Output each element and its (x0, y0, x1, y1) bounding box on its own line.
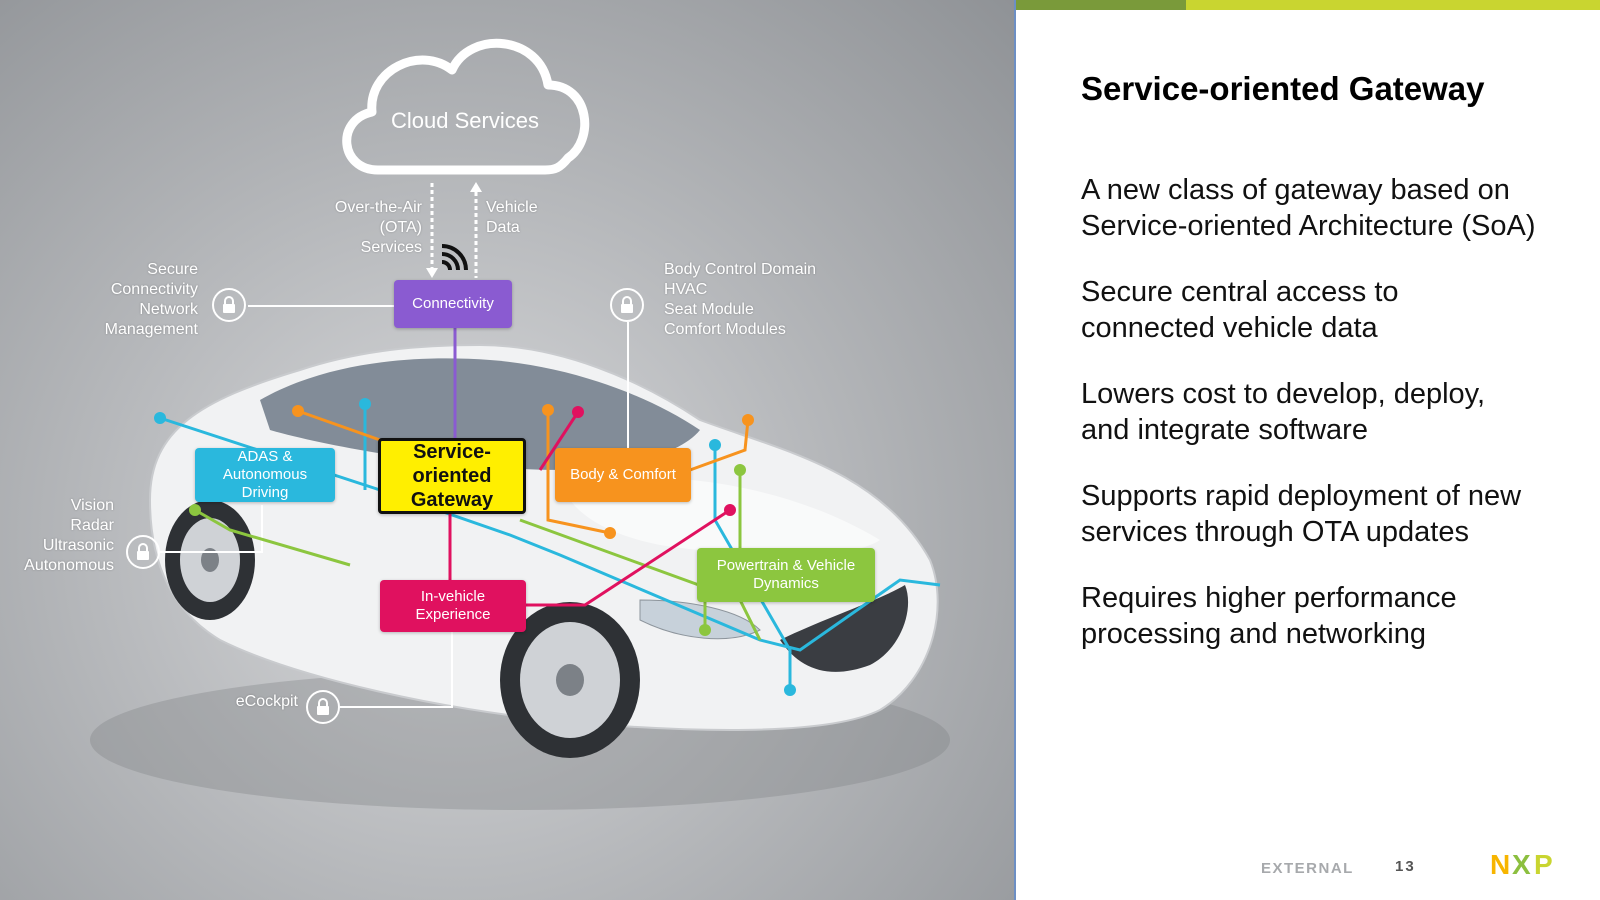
invehicle-node[interactable]: In-vehicle Experience (380, 580, 526, 632)
vehicle-data-arrowhead (470, 182, 482, 192)
wireless-icon (441, 244, 468, 271)
vehicle-data-line: Data (486, 219, 520, 236)
adas-node[interactable]: ADAS & Autonomous Driving (195, 448, 335, 502)
secure-connectivity-line: Network (139, 301, 198, 318)
body-control-line: Seat Module (664, 301, 754, 318)
body-comfort-node-label: Body & Comfort (570, 466, 676, 483)
bullet-line: Service-oriented Architecture (SoA) (1081, 210, 1536, 242)
ecockpit-connector (340, 630, 453, 708)
bullet-line: A new class of gateway based on (1081, 174, 1510, 206)
bullet-item: A new class of gateway based on Service-… (1081, 172, 1581, 244)
bullet-line: Requires higher performance (1081, 582, 1457, 614)
bullet-line: connected vehicle data (1081, 312, 1378, 344)
invehicle-network-line-3 (538, 411, 580, 471)
vehicle-data-label: Vehicle Data (486, 198, 538, 238)
lock-icon (306, 690, 340, 724)
adas-node-line: Autonomous (222, 466, 308, 483)
powertrain-node-line: Powertrain & Vehicle (716, 557, 856, 574)
ecockpit-line: eCockpit (235, 693, 298, 710)
connectivity-node-label: Connectivity (412, 295, 494, 312)
body-network-line-2 (546, 410, 611, 535)
invehicle-node-line: In-vehicle (420, 588, 486, 605)
vehicle-data-line: Vehicle (486, 199, 538, 216)
bullet-line: Secure central access to (1081, 276, 1399, 308)
sensors-label: Vision Radar Ultrasonic Autonomous (10, 496, 114, 576)
adas-node-line: ADAS & (237, 448, 293, 465)
accent-bar-light (1186, 0, 1600, 10)
body-control-line: Comfort Modules (664, 321, 786, 338)
sensors-line: Ultrasonic (42, 537, 114, 554)
powertrain-node[interactable]: Powertrain & Vehicle Dynamics (697, 548, 875, 602)
sensors-connector (160, 505, 263, 553)
secure-connectivity-line: Connectivity (110, 281, 198, 298)
ecockpit-label: eCockpit (200, 692, 298, 712)
car-headlight (639, 599, 761, 640)
ota-line: Over-the-Air (334, 199, 422, 216)
ota-line: Services (360, 239, 422, 256)
slide-title: Service-oriented Gateway (1081, 70, 1485, 107)
lock-icon (126, 535, 160, 569)
accent-bar-dark (1016, 0, 1186, 10)
invehicle-network-line-2 (525, 508, 731, 607)
lock-icon (610, 288, 644, 322)
bullet-line: and integrate software (1081, 414, 1368, 446)
connectivity-node[interactable]: Connectivity (394, 280, 512, 328)
bullet-item: Requires higher performance processing a… (1081, 580, 1581, 652)
gateway-node-line: Service- (413, 441, 491, 463)
secure-connectivity-line: Management (104, 321, 198, 338)
bullet-line: Supports rapid deployment of new (1081, 480, 1522, 512)
svg-text:P: P (1534, 849, 1553, 878)
diagram-panel: Cloud Services Over-the-Air (OTA) Servic… (0, 0, 1016, 900)
gateway-node-line: oriented (412, 465, 492, 487)
sensors-line: Vision (70, 497, 114, 514)
ota-line: (OTA) (379, 219, 422, 236)
bullet-item: Lowers cost to develop, deploy, and inte… (1081, 376, 1581, 448)
svg-text:X: X (1512, 849, 1531, 878)
bullet-line: services through OTA updates (1081, 516, 1469, 548)
invehicle-node-line: Experience (415, 606, 491, 623)
body-network-line (297, 409, 381, 442)
cloud-services-label: Cloud Services (391, 108, 539, 133)
bullet-item: Supports rapid deployment of new service… (1081, 478, 1581, 550)
classification-tag: EXTERNAL (1261, 860, 1354, 877)
bullet-item: Secure central access to connected vehic… (1081, 274, 1581, 346)
secure-connectivity-label: Secure Connectivity Network Management (90, 260, 198, 340)
car-grille (780, 585, 909, 672)
page-number: 13 (1395, 858, 1416, 875)
gateway-node-line: Gateway (410, 489, 494, 511)
ota-arrowhead (426, 268, 438, 278)
adas-node-line: Driving (241, 484, 289, 501)
body-control-line: Body Control Domain (664, 261, 817, 278)
bullet-line: processing and networking (1081, 618, 1426, 650)
powertrain-network-line (194, 508, 351, 567)
sensors-line: Radar (70, 517, 114, 534)
ota-services-label: Over-the-Air (OTA) Services (318, 198, 422, 258)
diagram-graphics (90, 38, 950, 810)
nxp-logo: N X P (1490, 849, 1553, 878)
sensors-line: Autonomous (24, 557, 114, 574)
car-windows (260, 358, 700, 470)
front-wheel (500, 602, 640, 758)
lock-icon (212, 288, 246, 322)
powertrain-node-line: Dynamics (753, 575, 819, 592)
bullet-line: Lowers cost to develop, deploy, (1081, 378, 1486, 410)
svg-text:N: N (1490, 849, 1510, 878)
bullet-list: A new class of gateway based on Service-… (1081, 172, 1581, 682)
body-comfort-node[interactable]: Body & Comfort (555, 448, 691, 502)
body-control-label: Body Control Domain HVAC Seat Module Com… (664, 260, 816, 340)
body-control-line: HVAC (664, 281, 708, 298)
gateway-node[interactable]: Service- oriented Gateway (378, 438, 526, 514)
cloud-shape (342, 38, 590, 175)
network-endpoints (154, 398, 796, 696)
body-network-line-3 (689, 419, 750, 472)
secure-connectivity-line: Secure (147, 261, 198, 278)
